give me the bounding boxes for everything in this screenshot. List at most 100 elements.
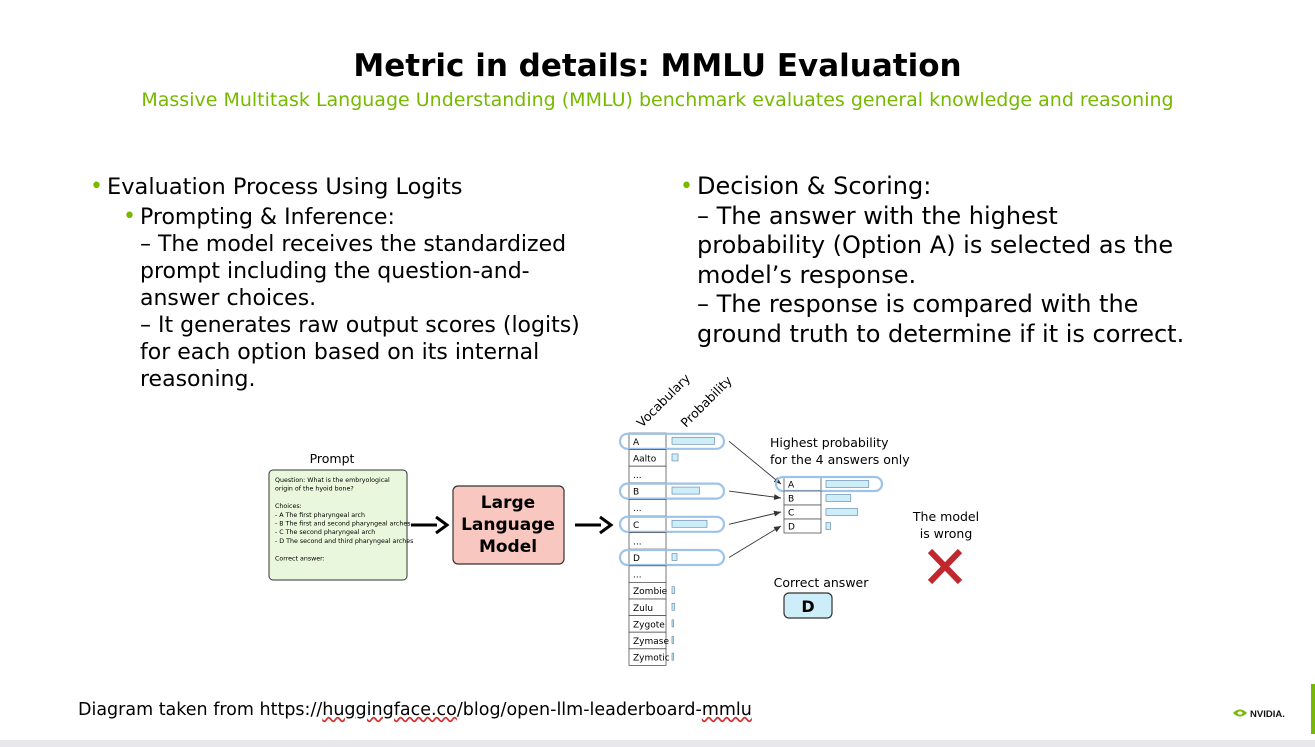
top4-token: B	[788, 495, 794, 505]
prompt-text-line: - C The second pharyngeal arch	[275, 529, 375, 536]
prompt-text-line: Choices:	[275, 503, 302, 510]
prompt-text: Question: What is the embryological origi…	[275, 477, 413, 562]
top4-caption-line: for the 4 answers only	[770, 452, 910, 467]
vocab-to-top4-arrow	[728, 440, 782, 485]
vocab-token: Zulu	[633, 604, 653, 614]
vocab-highlight	[618, 432, 726, 450]
edge-accent-bar	[1311, 684, 1315, 734]
prompt-box	[268, 469, 408, 581]
bullet-decision-scoring: • Decision & Scoring: – The answer with …	[680, 172, 1300, 349]
bullet-line: answer choices.	[140, 286, 317, 311]
right-bullet-list: • Decision & Scoring: – The answer with …	[680, 172, 1300, 349]
sub-bullet-heading: Prompting & Inference:	[140, 205, 395, 230]
vocab-token: Zymase	[633, 637, 669, 647]
verdict-line: is wrong	[920, 526, 973, 541]
correct-answer-box	[783, 592, 833, 619]
vocab-to-top4-arrow	[728, 510, 782, 525]
prompt-text-line: - B The first and second pharyngeal arch…	[275, 521, 410, 528]
vocab-to-top4-arrows	[728, 440, 782, 558]
vocab-prob-bar	[671, 453, 679, 462]
page-subtitle: Massive Multitask Language Understanding…	[141, 89, 1174, 111]
vocab-token: ...	[633, 471, 642, 481]
nvidia-logo-text: NVIDIA.	[1250, 709, 1285, 720]
top4-prob-bar	[825, 522, 831, 530]
top4-token: C	[788, 509, 794, 519]
footer-source-domain: huggingface.co	[322, 700, 457, 720]
vocab-prob-bar	[671, 486, 700, 495]
prompt-text-line: origin of the hyoid bone?	[275, 486, 354, 493]
vocab-prob-bar	[671, 636, 674, 644]
vocab-highlight	[618, 515, 726, 533]
top4-highlight	[774, 475, 884, 493]
top4-prob-bar	[825, 508, 858, 516]
bullet-dot: •	[90, 174, 103, 199]
vocab-token: C	[633, 521, 639, 531]
bullet-line: ground truth to determine if it is corre…	[697, 319, 1185, 348]
vocab-highlight	[618, 548, 726, 567]
bullet-line: – The model receives the standardized	[140, 232, 567, 257]
bullet-line: for each option based on its internal	[140, 340, 540, 365]
prompt-label: Prompt	[310, 451, 355, 466]
left-bullet-list: • Evaluation Process Using Logits • Prom…	[90, 172, 650, 392]
nvidia-logo: NVIDIA.	[1232, 705, 1294, 725]
correct-answer-label: Correct answer	[774, 575, 870, 590]
prompt-text-line: - D The second and third pharyngeal arch…	[275, 538, 413, 545]
vocab-to-top4-arrow	[728, 490, 782, 501]
vocab-prob-bar	[671, 519, 708, 528]
vocab-table: AAalto...B...C...D...ZombieZuluZygoteZym…	[618, 432, 726, 666]
vocab-token: Zymotic	[633, 654, 670, 664]
footer-source-slug: mmlu	[701, 700, 752, 720]
vocab-prob-bar	[671, 619, 674, 628]
vocab-to-top4-arrow	[728, 525, 782, 558]
vocab-token: D	[633, 554, 640, 564]
wrong-x-icon	[927, 548, 963, 585]
vocab-token: Zygote	[633, 620, 665, 630]
bullet-heading: Evaluation Process Using Logits	[107, 174, 463, 200]
bullet-heading: Decision & Scoring:	[697, 172, 932, 200]
vocab-prob-bar	[671, 652, 674, 661]
nvidia-eye-icon: NVIDIA.	[1233, 709, 1285, 720]
bullet-evaluation-process: • Evaluation Process Using Logits • Prom…	[90, 172, 650, 392]
vocab-prob-bar	[671, 553, 678, 561]
prompt-text-line: - A The first pharyngeal arch	[275, 512, 365, 519]
top4-prob-bar	[825, 494, 852, 502]
arrow-prompt-to-llm	[411, 515, 450, 535]
bullet-line: prompt including the question-and-	[140, 259, 530, 284]
footer-source-path: /blog/open-llm-leaderboard-	[456, 700, 702, 720]
prompt-text-line: Question: What is the embryological	[275, 477, 390, 484]
bullet-line: model’s response.	[697, 260, 917, 289]
vocab-token: Zombie	[633, 587, 668, 597]
bullet-line: – The response is compared with the	[697, 290, 1139, 318]
vocab-token: B	[633, 488, 639, 498]
bullet-line: reasoning.	[140, 367, 256, 392]
bullet-dot: •	[680, 174, 693, 199]
bullet-prompting-inference: • Prompting & Inference: – The model rec…	[123, 204, 666, 393]
bullet-line: – It generates raw output scores (logits…	[140, 313, 580, 338]
footer-source: Diagram taken from https://huggingface.c…	[78, 700, 752, 720]
bullet-dot: •	[123, 204, 136, 229]
vocab-token: ...	[633, 504, 642, 514]
llm-label-line: Language	[461, 515, 555, 535]
top4-prob-bar	[825, 480, 870, 488]
vocab-highlight	[618, 482, 726, 500]
arrow-llm-to-vocab	[575, 515, 614, 535]
verdict-line: The model	[912, 509, 979, 524]
bullet-line: – The answer with the highest	[697, 201, 1058, 230]
top4-token: A	[788, 481, 795, 491]
footer-source-prefix: Diagram taken from https://	[78, 700, 323, 720]
vocab-row	[628, 648, 667, 666]
bullet-line: probability (Option A) is selected as th…	[697, 231, 1174, 259]
vocab-token: Aalto	[633, 454, 657, 464]
vocab-token: ...	[633, 537, 642, 547]
top4-caption-line: Highest probability	[770, 435, 889, 450]
sub-bullet-list: • Prompting & Inference: – The model rec…	[123, 204, 666, 393]
prompt-text-line: Correct answer:	[275, 555, 325, 562]
top4-token: D	[788, 523, 795, 533]
top4-row	[783, 518, 822, 534]
page-title: Metric in details: MMLU Evaluation	[353, 48, 962, 84]
vocab-prob-bar	[671, 602, 675, 611]
llm-label-line: Large	[481, 493, 535, 513]
llm-label-line: Model	[479, 537, 537, 557]
